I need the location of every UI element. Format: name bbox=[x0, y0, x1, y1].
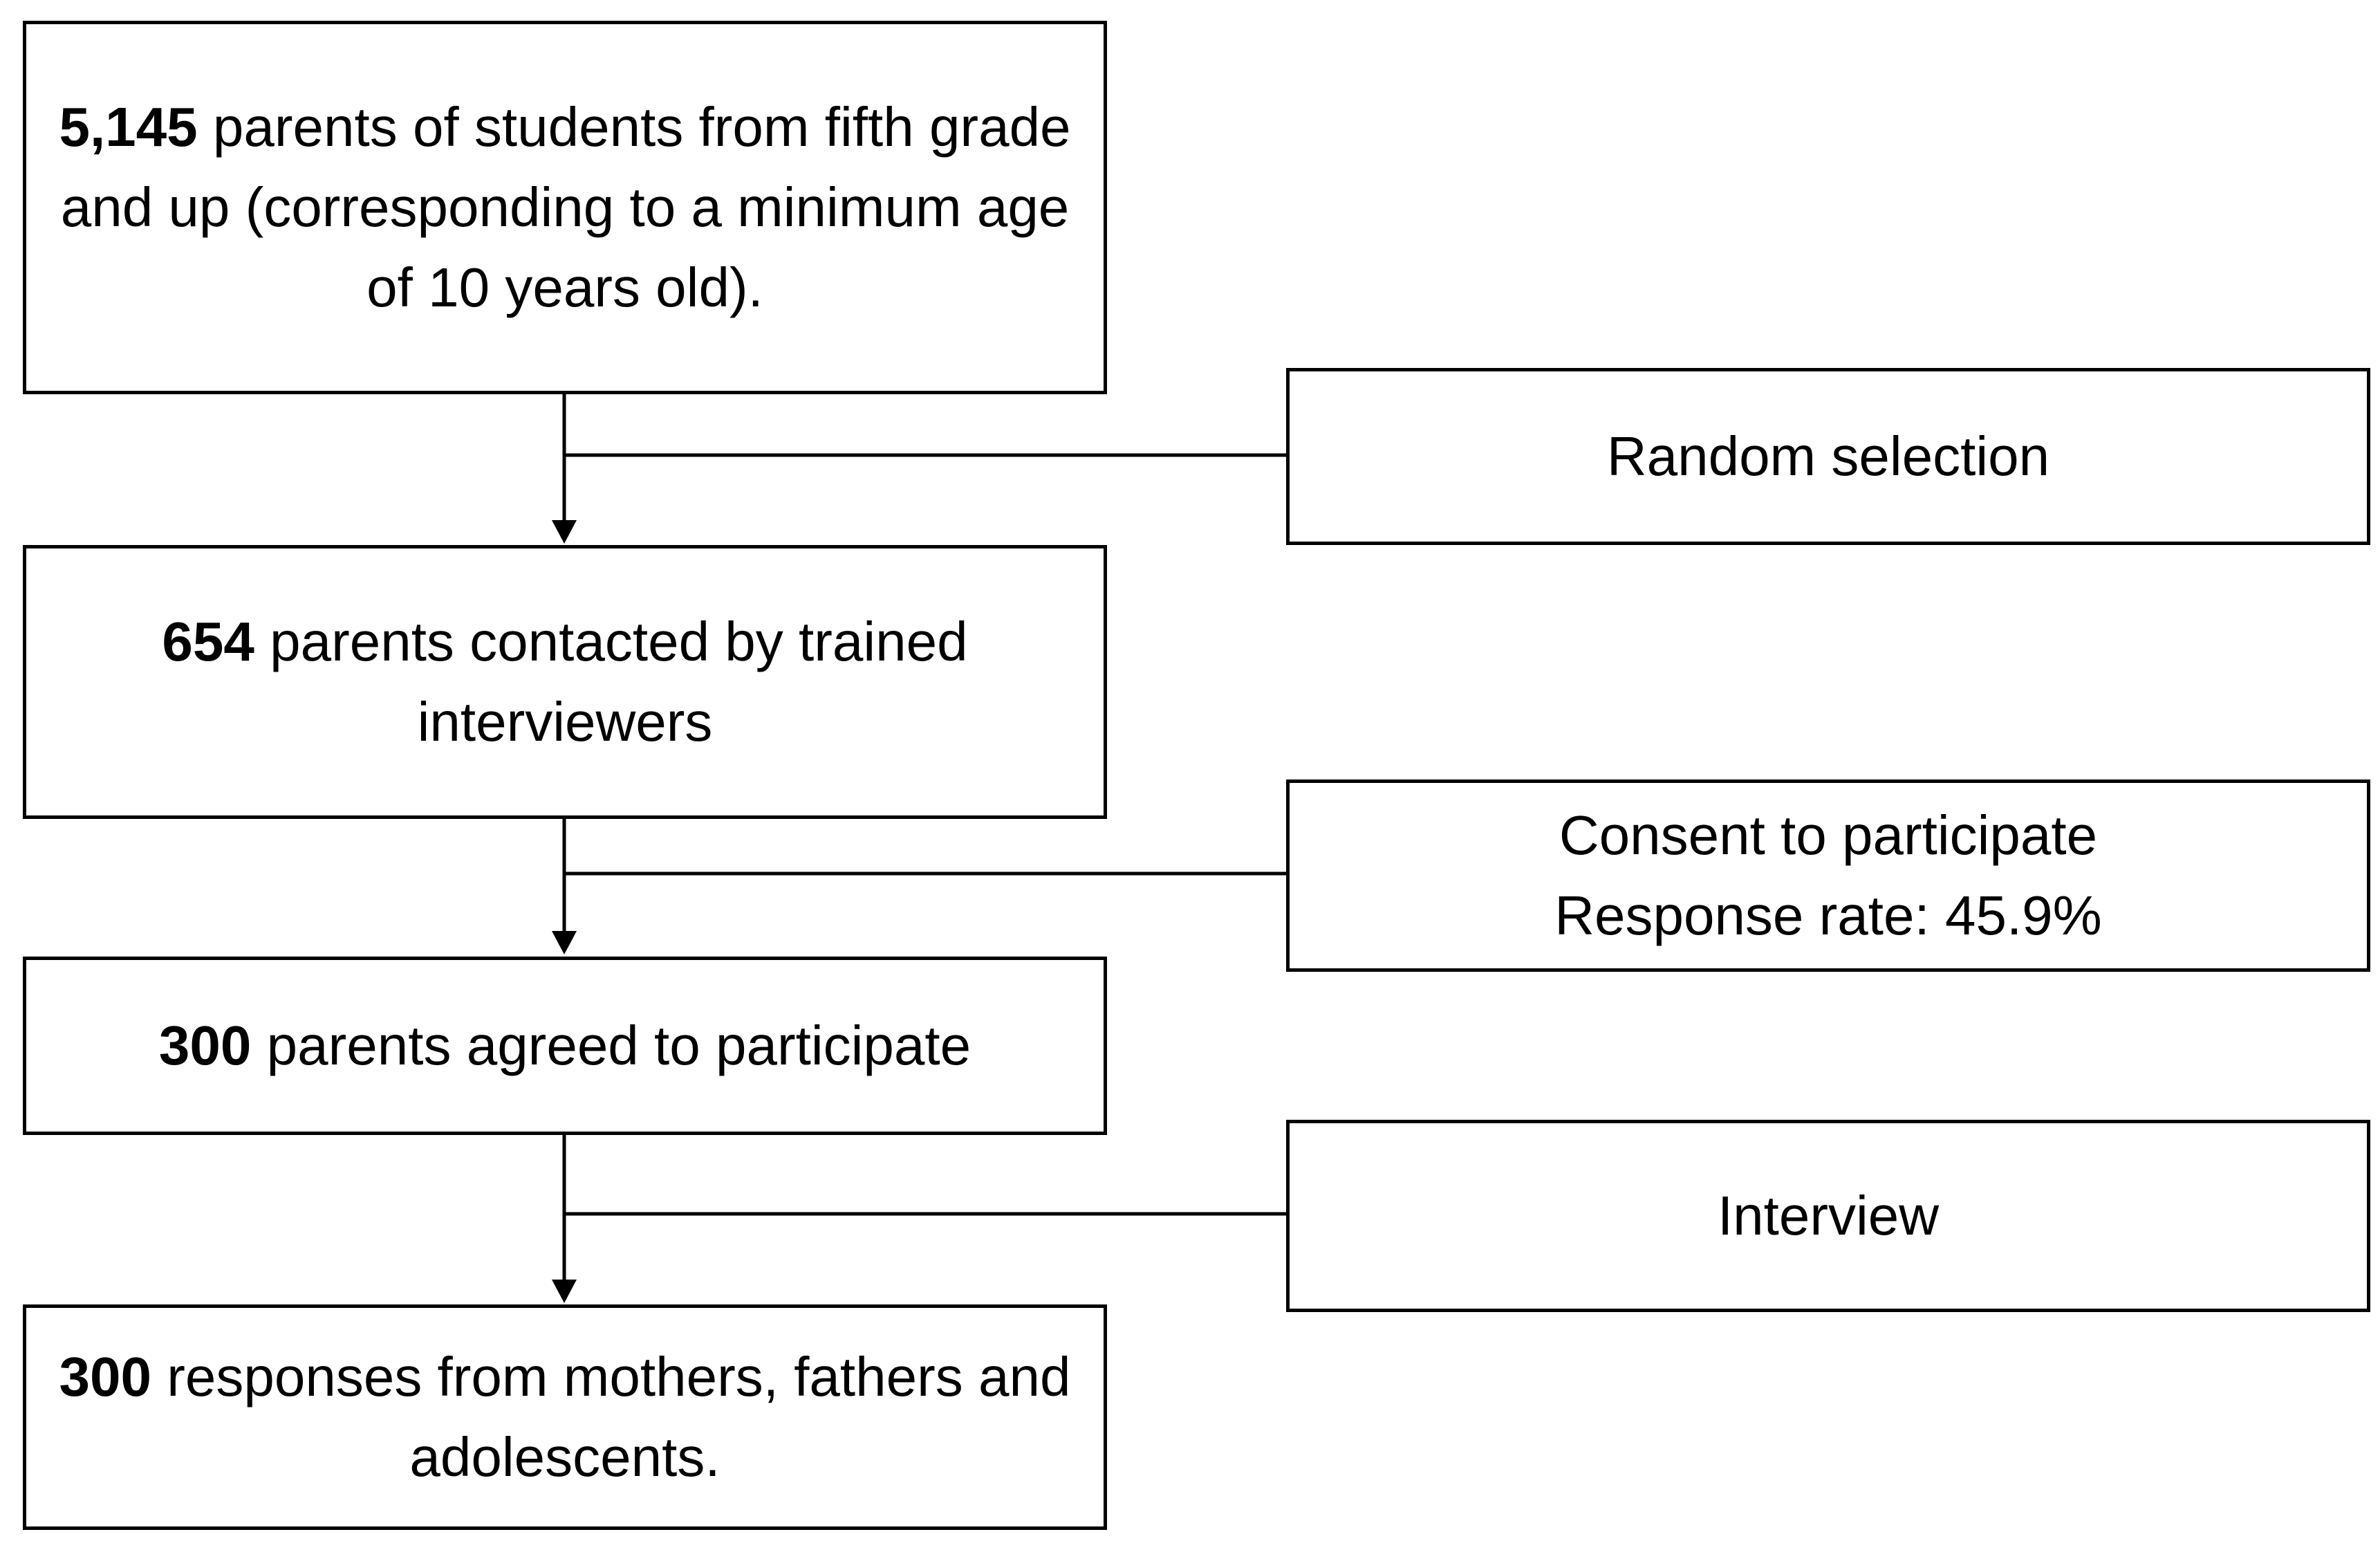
step-description: parents agreed to participate bbox=[251, 1015, 971, 1076]
side-label-interview: Interview bbox=[1717, 1185, 1940, 1246]
side-label-consent: Consent to participate bbox=[1559, 804, 2098, 866]
step-box-contacted: 654 parents contacted by trained intervi… bbox=[23, 545, 1107, 819]
side-label-response-rate: Response rate: 45.9% bbox=[1554, 885, 2102, 946]
arrowhead-2 bbox=[552, 931, 577, 954]
side-box-random-selection: Random selection bbox=[1286, 368, 2370, 545]
step-text-agreed: 300 parents agreed to participate bbox=[159, 1006, 971, 1086]
step-count: 5,145 bbox=[59, 96, 198, 158]
step-count: 654 bbox=[162, 611, 254, 672]
step-box-initial-population: 5,145 parents of students from fifth gra… bbox=[23, 21, 1107, 394]
arrowhead-3 bbox=[552, 1280, 577, 1303]
side-text-consent: Consent to participate Response rate: 45… bbox=[1554, 795, 2102, 956]
step-text-contacted: 654 parents contacted by trained intervi… bbox=[54, 602, 1076, 762]
step-count: 300 bbox=[59, 1346, 151, 1408]
step-box-agreed: 300 parents agreed to participate bbox=[23, 957, 1107, 1135]
side-box-interview: Interview bbox=[1286, 1120, 2370, 1312]
step-description: responses from mothers, fathers and adol… bbox=[151, 1346, 1071, 1488]
step-text-initial-population: 5,145 parents of students from fifth gra… bbox=[54, 87, 1076, 328]
step-description: parents contacted by trained interviewer… bbox=[254, 611, 968, 753]
side-label-random-selection: Random selection bbox=[1606, 425, 2050, 487]
side-box-consent: Consent to participate Response rate: 45… bbox=[1286, 779, 2370, 972]
step-text-responses: 300 responses from mothers, fathers and … bbox=[54, 1337, 1076, 1497]
step-box-responses: 300 responses from mothers, fathers and … bbox=[23, 1304, 1107, 1530]
step-description: parents of students from fifth grade and… bbox=[60, 96, 1071, 318]
step-count: 300 bbox=[158, 1015, 252, 1076]
arrowhead-1 bbox=[552, 520, 577, 544]
